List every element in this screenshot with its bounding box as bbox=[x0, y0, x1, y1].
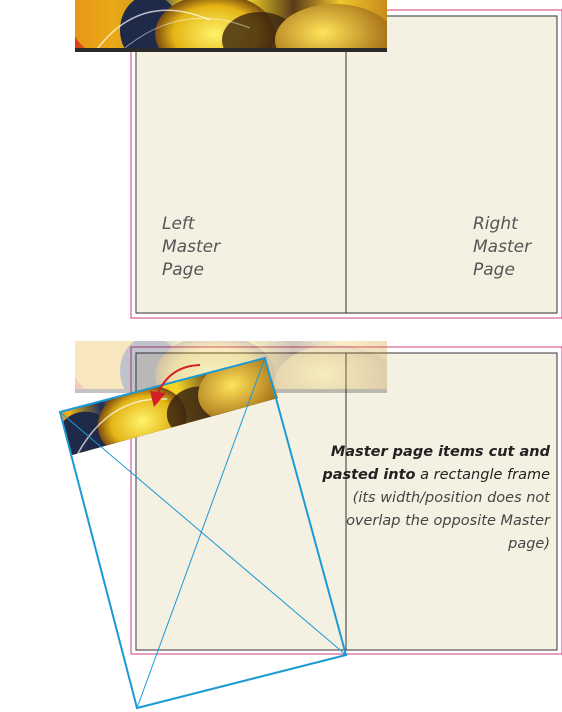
bottom-spread: Master page items cut and pasted into a … bbox=[58, 341, 562, 710]
top-spread: Left Master Page Right Master Page bbox=[75, 0, 562, 319]
frame-diagonal-1 bbox=[59, 411, 347, 656]
top-banner-artwork bbox=[75, 0, 387, 52]
rotation-arrowhead bbox=[150, 391, 166, 407]
right-master-page-label: Right Master Page bbox=[473, 214, 536, 280]
annotation-line4: overlap the opposite Master bbox=[346, 513, 551, 529]
left-master-page-label: Left Master Page bbox=[162, 214, 225, 280]
frame-diagonal-2 bbox=[136, 357, 266, 709]
top-spread-page bbox=[137, 16, 557, 314]
annotation-text: Master page items cut and bbox=[331, 444, 551, 460]
annotation-line2: pasted into a rectangle frame bbox=[321, 467, 550, 483]
annotation-line5: page) bbox=[507, 536, 550, 552]
annotation-line3: (its width/position does not bbox=[353, 490, 552, 506]
rotation-arrow bbox=[157, 364, 201, 394]
